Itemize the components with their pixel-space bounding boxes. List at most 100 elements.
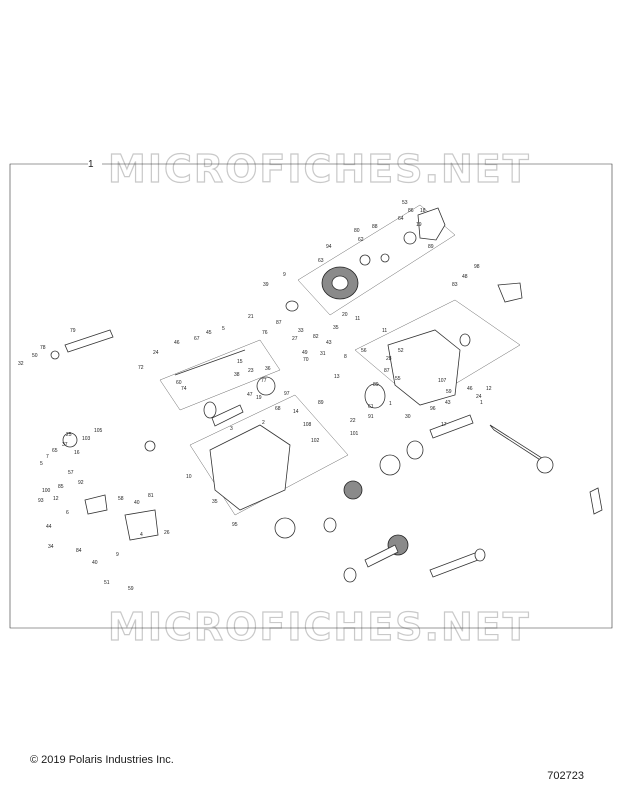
small-bearing-left (144, 440, 156, 452)
part-callout: 102 (311, 438, 320, 444)
part-callout: 64 (398, 216, 404, 222)
part-callout: 91 (368, 414, 374, 420)
part-callout: 35 (212, 499, 218, 505)
right-housing (387, 329, 461, 406)
part-callout: 27 (292, 336, 298, 342)
washer-top (380, 253, 390, 263)
part-callout: 78 (40, 345, 46, 351)
bearing-top (359, 254, 371, 266)
part-callout: 65 (52, 448, 58, 454)
diagram-number: 702723 (547, 770, 584, 782)
part-callout: 3 (230, 426, 233, 432)
part-callout: 70 (303, 357, 309, 363)
part-callout: 28 (386, 356, 392, 362)
part-callout: 45 (206, 330, 212, 336)
washer-center (323, 517, 337, 533)
part-callout: 1 (480, 400, 483, 406)
part-callout: 72 (138, 365, 144, 371)
pinion (403, 231, 417, 245)
clutch-plate (274, 517, 296, 539)
part-callout: 98 (474, 264, 480, 270)
assembly-callout: 1 (88, 159, 94, 170)
part-callout: 11 (382, 328, 387, 334)
part-callout: 31 (320, 351, 326, 357)
group-box-shift (159, 339, 281, 411)
part-callout: 47 (247, 392, 253, 398)
sensor-gear (62, 432, 78, 448)
left-housing (209, 424, 291, 511)
part-callout: 4 (140, 532, 143, 538)
part-callout: 5 (222, 326, 225, 332)
part-callout: 95 (232, 522, 238, 528)
part-callout: 50 (32, 353, 38, 359)
part-callout: 14 (293, 409, 299, 415)
part-callout: 33 (298, 328, 304, 334)
part-callout: 2 (262, 420, 265, 426)
input-bearing (203, 401, 217, 419)
breather-fitting (497, 282, 523, 303)
part-callout: 13 (334, 374, 340, 380)
part-callout: 32 (18, 361, 24, 367)
part-callout: 62 (358, 237, 364, 243)
part-callout: 37 (62, 442, 68, 448)
part-callout: 36 (265, 366, 271, 372)
part-callout: 103 (82, 436, 91, 442)
part-callout: 59 (446, 389, 452, 395)
part-callout: 30 (405, 414, 411, 420)
part-callout: 107 (438, 378, 447, 384)
ring-gear-hub (331, 275, 349, 291)
front-output-housing (417, 207, 446, 241)
part-callout: 60 (176, 380, 182, 386)
shafts-and-gears (174, 349, 603, 583)
boot (589, 487, 603, 515)
part-callout: 89 (373, 382, 379, 388)
lower-bearing-left (343, 567, 357, 583)
part-callout: 67 (194, 336, 200, 342)
part-callout: 46 (174, 340, 180, 346)
watermark-top: MICROFICHES.NET (108, 147, 531, 191)
part-callout: 57 (68, 470, 74, 476)
gear-center (343, 480, 363, 500)
part-callout: 43 (445, 400, 451, 406)
part-callout: 87 (276, 320, 282, 326)
part-callout: 77 (261, 378, 267, 384)
part-callout: 35 (333, 325, 339, 331)
part-callout: 87 (384, 368, 390, 374)
part-callout: 43 (326, 340, 332, 346)
part-callout: 97 (284, 391, 290, 397)
part-callout: 52 (398, 348, 404, 354)
part-callout: 100 (42, 488, 51, 494)
output-shaft-upper (429, 414, 474, 439)
part-callout: 34 (48, 544, 54, 550)
shift-lever (64, 329, 114, 353)
part-callout: 22 (350, 418, 356, 424)
part-callout: 38 (234, 372, 240, 378)
part-callout: 9 (283, 272, 286, 278)
part-callout: 7 (46, 454, 49, 460)
part-callout: 89 (318, 400, 324, 406)
part-callout: 19 (256, 395, 262, 401)
part-callout: 8 (344, 354, 347, 360)
part-callout: 44 (46, 524, 52, 530)
part-callout: 18 (420, 208, 426, 214)
actuator-motor (124, 509, 159, 541)
part-callout: 24 (476, 394, 482, 400)
part-callout: 25 (66, 432, 72, 438)
part-callout: 84 (76, 548, 82, 554)
bearing-top-left (285, 300, 299, 312)
part-callout: 24 (153, 350, 159, 356)
part-callout: 108 (303, 422, 312, 428)
part-callout: 68 (275, 406, 281, 412)
part-callout: 74 (181, 386, 187, 392)
countershaft (364, 544, 399, 568)
housing-seal (364, 383, 386, 409)
part-callout: 76 (262, 330, 268, 336)
part-callout: 55 (395, 376, 401, 382)
part-callout: 17 (441, 422, 447, 428)
part-callout: 51 (104, 580, 110, 586)
group-box-top (297, 204, 456, 316)
part-callout: 89 (428, 244, 434, 250)
part-callout: 5 (40, 461, 43, 467)
